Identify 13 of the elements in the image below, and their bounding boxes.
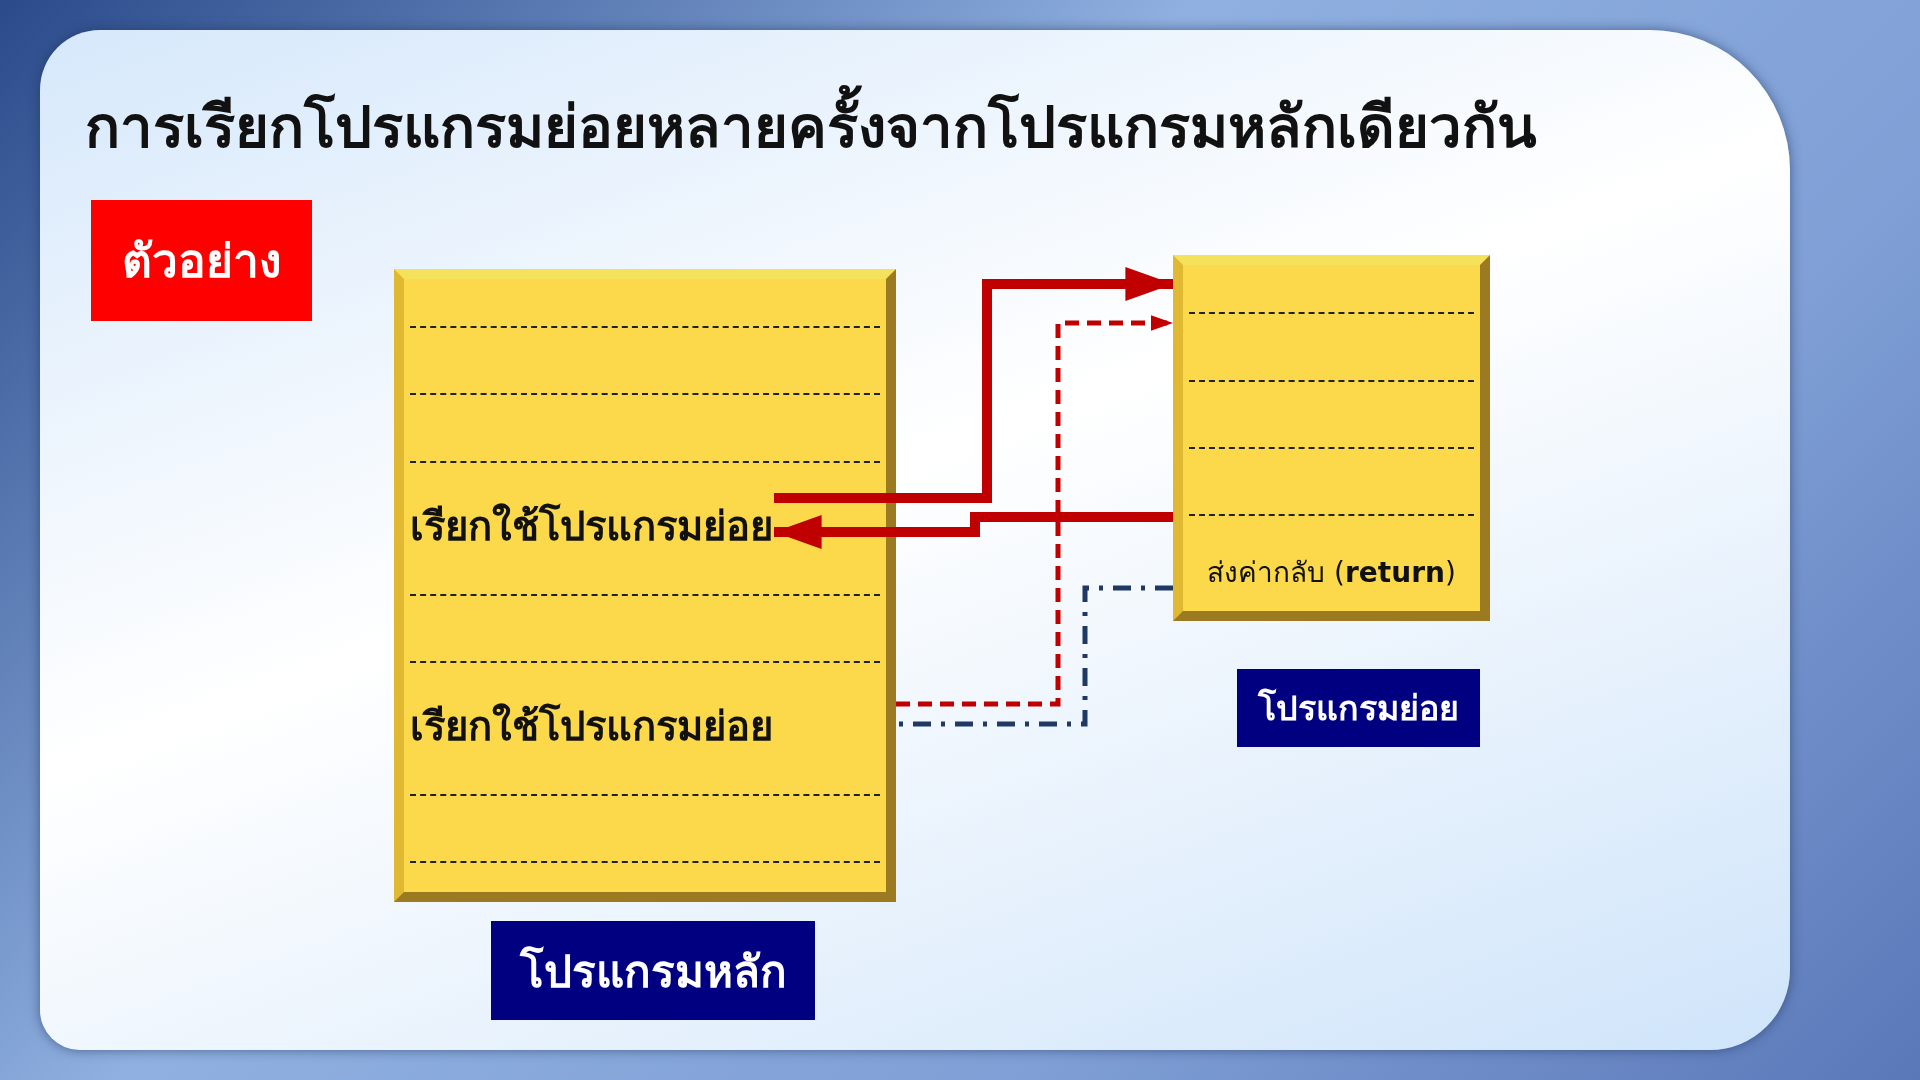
example-tag: ตัวอย่าง — [91, 200, 312, 321]
main-program-label: โปรแกรมหลัก — [491, 921, 815, 1020]
connector-line — [896, 585, 1173, 727]
call-text: เรียกใช้โปรแกรมย่อย — [410, 494, 774, 550]
subprogram-label: โปรแกรมย่อย — [1237, 669, 1480, 747]
subprogram-box — [1173, 255, 1490, 621]
arrow — [774, 267, 1173, 503]
arrow — [896, 315, 1173, 707]
call-text: เรียกใช้โปรแกรมย่อย — [410, 694, 774, 750]
slide-title: การเรียกโปรแกรมย่อยหลายครั้งจากโปรแกรมหลักเดียวกัน — [85, 80, 1725, 173]
main-program-box — [394, 269, 896, 902]
return-text: ส่งค่ากลับ (return) — [1183, 550, 1480, 596]
arrow — [774, 512, 1173, 549]
